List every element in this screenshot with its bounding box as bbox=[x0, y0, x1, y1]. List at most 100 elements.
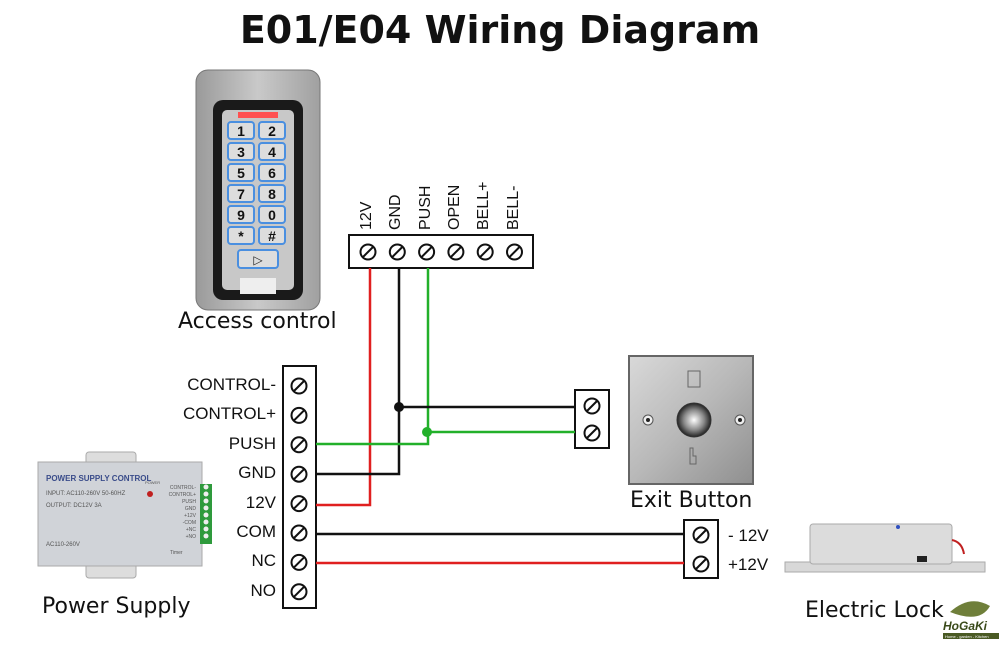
screw-slot bbox=[293, 527, 305, 539]
lock-terminal-label-minus: - 12V bbox=[728, 526, 769, 545]
access-control-device: 1 2 3 4 5 6 7 8 9 0 * # ▷ bbox=[195, 69, 321, 311]
screw-slot bbox=[293, 497, 305, 510]
panel-output-text: OUTPUT: DC12V 3A bbox=[46, 503, 102, 509]
power-supply-caption: Power Supply bbox=[42, 594, 191, 619]
panel-terminal-label: CONTROL+ bbox=[169, 492, 196, 498]
bell-key bbox=[237, 249, 279, 269]
exit-button-device bbox=[628, 355, 754, 485]
keypad-key-label: 9 bbox=[237, 207, 245, 223]
keypad-key-label: 5 bbox=[237, 165, 245, 181]
brand-tagline: Home - garden - Kitchen bbox=[945, 634, 989, 639]
hogaki-logo: HoGaKi Home - garden - Kitchen bbox=[943, 601, 999, 639]
screw-slot bbox=[293, 380, 305, 392]
keypad-key bbox=[227, 142, 255, 161]
access-control-terminal-block bbox=[348, 234, 534, 269]
panel-terminal-screw bbox=[203, 491, 209, 497]
panel-terminal-label: +12V bbox=[184, 513, 196, 519]
panel-terminal-label: PUSH bbox=[182, 499, 196, 505]
svg-text:▷: ▷ bbox=[253, 253, 263, 267]
panel-terminal-label: +NO bbox=[186, 534, 197, 540]
screw-slot bbox=[450, 246, 462, 258]
panel-terminal-label: +NC bbox=[186, 527, 197, 533]
screw-slot bbox=[391, 246, 404, 258]
ac-terminal-label: 12V bbox=[358, 201, 375, 230]
wire-push-green bbox=[316, 268, 430, 446]
hand-icon bbox=[689, 447, 697, 465]
keypad-key bbox=[258, 184, 286, 203]
panel-terminal-label: CONTROL- bbox=[170, 485, 196, 491]
electric-lock-device bbox=[784, 523, 986, 573]
panel-terminal-screw bbox=[203, 526, 209, 532]
keypad-key-label: 7 bbox=[237, 186, 245, 202]
screw-slot bbox=[695, 529, 707, 541]
panel-terminal-screw bbox=[203, 512, 209, 518]
ps-terminal-label: 12V bbox=[245, 492, 276, 512]
screw-slot bbox=[293, 409, 305, 422]
screw-slot bbox=[479, 246, 491, 258]
keypad-key-label: 1 bbox=[237, 123, 245, 139]
panel-terminal-label: GND bbox=[185, 506, 197, 512]
keypad-key-label: 2 bbox=[268, 123, 276, 139]
keypad-key-label: 3 bbox=[237, 144, 245, 160]
keypad-keys: 1 2 3 4 5 6 7 8 9 0 * # bbox=[227, 121, 286, 245]
brand-name: HoGaKi bbox=[943, 619, 988, 633]
ac-terminal-label: BELL- bbox=[504, 185, 522, 230]
panel-terminal-screw bbox=[203, 498, 209, 504]
exit-button-caption: Exit Button bbox=[630, 488, 753, 513]
keypad-key bbox=[258, 226, 286, 245]
screw-slot bbox=[293, 586, 305, 598]
wires bbox=[316, 268, 684, 565]
panel-terminal-screw bbox=[203, 484, 209, 490]
screw-slot bbox=[293, 468, 305, 480]
screw-slot bbox=[362, 246, 374, 258]
ps-terminal-label: CONTROL- bbox=[187, 375, 276, 394]
screw-slot bbox=[293, 556, 305, 569]
screw-slot bbox=[420, 246, 433, 258]
screw-slot bbox=[586, 400, 598, 412]
push-junction bbox=[422, 427, 432, 437]
keypad-key bbox=[258, 163, 286, 182]
keypad-key bbox=[227, 205, 255, 224]
keypad-key bbox=[258, 205, 286, 224]
ps-terminal-label: NC bbox=[251, 551, 276, 571]
ac-terminal-label: PUSH bbox=[416, 185, 434, 230]
keypad-key-label: 0 bbox=[268, 207, 276, 223]
keypad-key bbox=[227, 184, 255, 203]
keypad-key bbox=[258, 142, 286, 161]
wire-gnd-black bbox=[316, 268, 401, 476]
screw-slot bbox=[586, 427, 598, 439]
ps-terminal-label: COM bbox=[236, 522, 276, 541]
keypad-key-label: 6 bbox=[268, 165, 276, 181]
lock-terminal-label-plus: +12V bbox=[728, 555, 769, 574]
exit-button-terminal-block bbox=[574, 389, 610, 449]
panel-input-text: INPUT: AC110-260V 50-60HZ bbox=[46, 491, 126, 497]
exit-push-knob bbox=[676, 402, 712, 438]
door-icon bbox=[687, 370, 701, 388]
panel-terminal-screw bbox=[203, 505, 209, 511]
gnd-junction bbox=[394, 402, 404, 412]
keypad-key-label: * bbox=[238, 228, 244, 244]
keypad-key bbox=[227, 226, 255, 245]
ac-terminal-label: BELL+ bbox=[475, 181, 493, 230]
power-supply-device: POWER SUPPLY CONTROL INPUT: AC110-260V 5… bbox=[37, 451, 212, 579]
timer-label: Timer bbox=[170, 550, 183, 556]
power-led bbox=[147, 491, 153, 497]
keypad-key bbox=[258, 121, 286, 140]
diagram-title: E01/E04 Wiring Diagram bbox=[239, 8, 761, 52]
screw-slot bbox=[695, 558, 707, 570]
keypad-key-label: # bbox=[268, 228, 276, 244]
ps-terminal-label: NO bbox=[250, 580, 277, 600]
status-led bbox=[238, 112, 278, 118]
screw-slot bbox=[293, 439, 305, 451]
ac-terminal-label: OPEN bbox=[445, 184, 463, 230]
power-led-label: POWER bbox=[145, 480, 160, 485]
ps-terminal-label: PUSH bbox=[228, 433, 276, 453]
panel-title: POWER SUPPLY CONTROL bbox=[46, 474, 151, 483]
keypad-key-label: 8 bbox=[268, 186, 276, 202]
keypad-key-label: 4 bbox=[268, 144, 276, 160]
power-supply-terminal-block bbox=[282, 365, 317, 609]
panel-terminal-screw bbox=[203, 533, 209, 539]
electric-lock-terminal-block bbox=[683, 519, 719, 579]
